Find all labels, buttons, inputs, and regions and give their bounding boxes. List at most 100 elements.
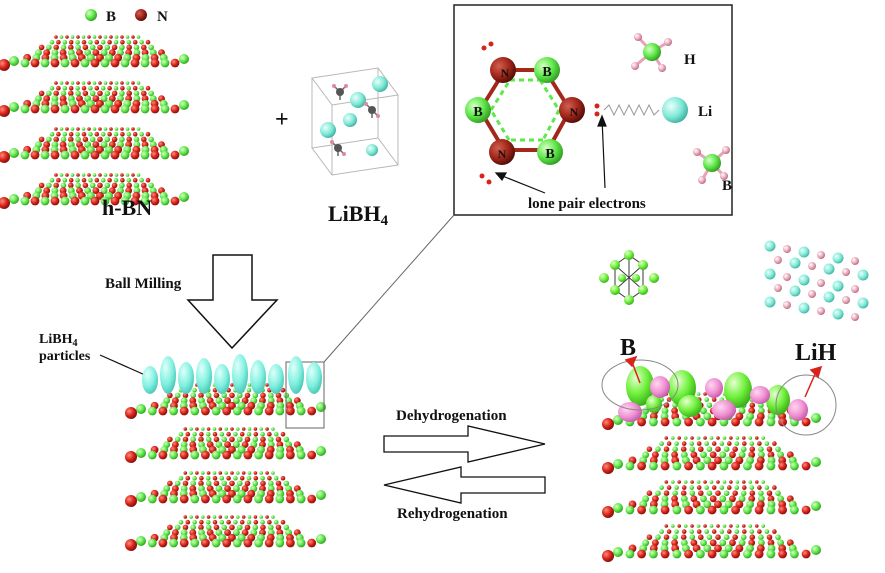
lih-product-particle — [788, 399, 808, 421]
lih-lattice — [764, 240, 869, 321]
lithium-atom — [832, 252, 844, 264]
libh4-particle — [160, 356, 176, 394]
hbn-layer — [125, 515, 326, 551]
lithium-label: Li — [698, 104, 712, 120]
inset-bh4-unit — [631, 33, 672, 72]
hydrogen-atom — [851, 257, 859, 265]
libh4-particle — [250, 360, 266, 394]
interaction-zigzag — [603, 103, 660, 117]
zoom-indicator — [285, 214, 455, 429]
lih-product-particle — [650, 376, 670, 398]
libh4-unit-cell — [311, 67, 399, 176]
rehydrogenation-arrow — [383, 466, 546, 504]
boron-product-particle — [766, 385, 790, 415]
hbn-label: h-BN — [102, 195, 152, 220]
hydrogen-atom — [783, 273, 791, 281]
hydrogen-atom — [851, 285, 859, 293]
zoom-region-box — [285, 361, 325, 429]
product-highlight — [601, 359, 837, 436]
hbn-layer — [125, 427, 326, 463]
interaction-inset: B B B N N N Li H — [453, 4, 733, 216]
hydrogen-atom — [783, 245, 791, 253]
lithium-atom — [857, 269, 869, 281]
libh4-particle — [142, 366, 158, 394]
lithium-atom — [832, 280, 844, 292]
libh4-particle — [196, 358, 212, 394]
lih-product-particle — [750, 386, 770, 404]
lih-product-particle — [712, 400, 736, 420]
hbn-layer — [0, 173, 189, 209]
lithium-atom — [764, 268, 776, 280]
hbn-layer — [125, 471, 326, 507]
svg-text:N: N — [501, 66, 510, 80]
lithium-atom — [823, 291, 835, 303]
boron-cluster — [599, 250, 659, 305]
lih-product-particle — [618, 402, 642, 422]
product-b-label: B — [620, 335, 636, 361]
hydrogen-atom — [842, 268, 850, 276]
hydrogen-label: H — [684, 52, 696, 68]
lithium-atom — [798, 274, 810, 286]
hydrogen-atom — [783, 301, 791, 309]
libh4-particle — [268, 364, 284, 394]
lithium-atom — [764, 296, 776, 308]
boron-product-particle — [724, 372, 752, 408]
libh4-particle — [232, 354, 248, 394]
inset-frame — [453, 4, 733, 216]
hbn-layer — [0, 81, 189, 117]
hydrogen-atom — [817, 251, 825, 259]
hbn-layer-stack — [0, 35, 189, 209]
lithium-atom — [789, 285, 801, 297]
boron-product-particle — [678, 395, 702, 417]
hydrogen-atom — [808, 262, 816, 270]
lithium-atom — [789, 257, 801, 269]
lithium-atom — [798, 246, 810, 258]
lithium-atom — [798, 302, 810, 314]
lithium-atom — [832, 308, 844, 320]
lithium-atom — [823, 263, 835, 275]
atom-legend: B N — [85, 9, 168, 25]
ball-milling-label: Ball Milling — [105, 276, 182, 292]
inset-bh4-unit — [693, 146, 730, 184]
svg-text:N: N — [498, 147, 507, 161]
svg-text:B: B — [545, 147, 554, 162]
hydrogen-atom — [774, 256, 782, 264]
boron-legend-swatch — [85, 9, 97, 21]
nitrogen-legend-swatch — [135, 9, 147, 21]
inset-nitrogen-atom — [559, 97, 585, 123]
libh4-particle — [178, 362, 194, 394]
hbn-layer — [602, 480, 821, 518]
hbn-layer — [602, 524, 821, 562]
inset-boron-atom — [534, 57, 560, 83]
hydrogen-atom — [774, 284, 782, 292]
libh4-particles — [142, 354, 322, 394]
svg-text:B: B — [542, 65, 551, 80]
inset-nitrogen-atom — [489, 139, 515, 165]
hydrogen-atom — [842, 296, 850, 304]
libh4-particle — [306, 362, 322, 394]
boron-product-particle — [626, 366, 654, 406]
dehydrogenated-hbn-layer-stack — [602, 392, 821, 562]
boron-product-particle — [646, 395, 662, 413]
hbn-layer — [0, 127, 189, 163]
svg-text:B: B — [473, 105, 482, 120]
lithium-atom — [764, 240, 776, 252]
product-lih-label: LiH — [795, 340, 837, 366]
inset-lithium-atom — [662, 97, 688, 123]
hydrogen-atom — [808, 290, 816, 298]
milled-hbn-layer-stack — [125, 383, 326, 551]
dehydrogenation-label: Dehydrogenation — [396, 408, 507, 424]
hbn-layer — [602, 436, 821, 474]
lithium-atom — [857, 297, 869, 309]
hbn-layer — [0, 35, 189, 71]
nitrogen-legend-label: N — [157, 9, 168, 25]
boron-legend-label: B — [106, 9, 116, 25]
product-pointers — [624, 355, 823, 398]
libh4-particle — [214, 364, 230, 394]
inset-nitrogen-atom — [490, 57, 516, 83]
dehydrogenation-arrow — [383, 425, 546, 463]
inset-boron-atom — [537, 139, 563, 165]
rehydrogenation-label: Rehydrogenation — [397, 506, 508, 522]
